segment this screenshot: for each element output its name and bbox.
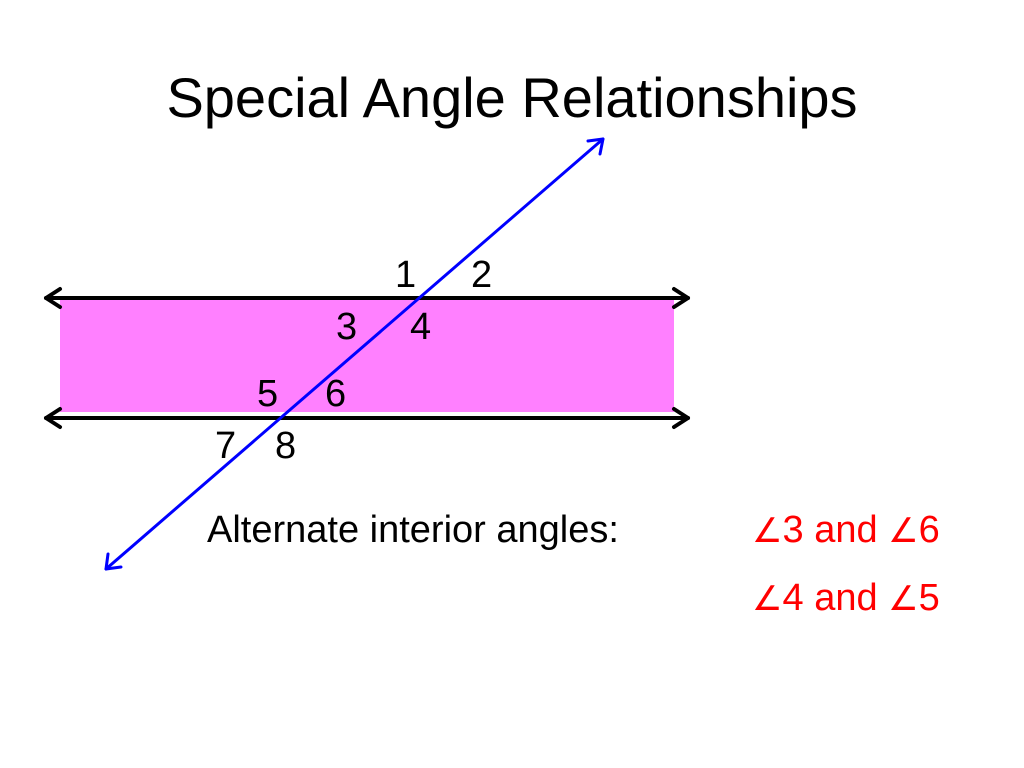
angle-label-1: 1 (395, 254, 417, 296)
angle-label-4: 4 (410, 306, 432, 348)
transversal-line (104, 137, 605, 571)
angle-label-5: 5 (257, 373, 279, 415)
pair-connector: and (814, 509, 878, 551)
angle-icon: ∠ (888, 579, 919, 619)
pair-2-second: 5 (918, 577, 940, 619)
angle-pair-2: ∠4 and ∠5 (752, 574, 940, 623)
angle-label-8: 8 (275, 425, 297, 467)
interior-band (60, 300, 674, 412)
relationship-label: Alternate interior angles: (207, 509, 619, 551)
pair-1-second: 6 (918, 509, 940, 551)
pair-1-first: 3 (782, 509, 804, 551)
angle-label-2: 2 (471, 254, 493, 296)
angle-label-7: 7 (215, 425, 237, 467)
angle-label-6: 6 (325, 373, 347, 415)
upper-parallel-line (44, 287, 690, 309)
angle-icon: ∠ (888, 511, 919, 551)
angle-icon: ∠ (752, 579, 783, 619)
slide-title: Special Angle Relationships (166, 66, 858, 129)
angle-label-3: 3 (336, 306, 358, 348)
pair-2-first: 4 (782, 577, 804, 619)
angle-pair-1: ∠3 and ∠6 (752, 506, 940, 555)
pair-connector: and (814, 577, 878, 619)
angle-icon: ∠ (752, 511, 783, 551)
lower-parallel-line (44, 407, 690, 429)
